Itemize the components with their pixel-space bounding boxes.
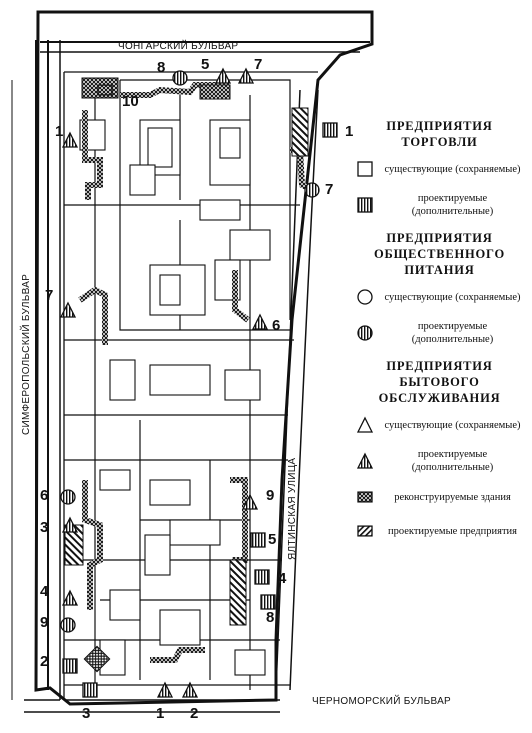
circle-open-icon xyxy=(357,289,373,305)
marker-circle-hatched-7 xyxy=(304,182,320,198)
legend-item: реконструируемые здания xyxy=(352,486,527,508)
legend-item: проектируемые (дополнительные) xyxy=(352,448,527,474)
street-south: ЧЕРНОМОРСКИЙ БУЛЬВАР xyxy=(312,694,451,707)
legend-section-title: ПРЕДПРИЯТИЯ ОБЩЕСТВЕННОГО ПИТАНИЯ xyxy=(352,230,527,278)
legend: ПРЕДПРИЯТИЯ ТОРГОВЛИ существующие (сохран… xyxy=(352,118,527,554)
buildings xyxy=(79,119,271,676)
marker-number: 1 xyxy=(156,705,164,722)
marker-number: 7 xyxy=(254,56,262,73)
legend-item: проектируемые (дополнительные) xyxy=(352,192,527,218)
marker-square-hatched-3 xyxy=(82,682,98,698)
marker-number: 9 xyxy=(40,614,48,631)
marker-number: 6 xyxy=(40,487,48,504)
marker-number: 2 xyxy=(190,705,198,722)
marker-number: 7 xyxy=(325,181,333,198)
legend-title-line: ОБСЛУЖИВАНИЯ xyxy=(378,391,501,405)
planned-enterprises xyxy=(64,77,309,673)
marker-triangle-hatched-1 xyxy=(156,681,174,698)
marker-triangle-hatched-6 xyxy=(251,313,269,330)
marker-triangle-hatched-4 xyxy=(61,589,79,606)
marker-square-hatched-4 xyxy=(254,569,270,585)
marker-number: 5 xyxy=(201,56,209,73)
marker-number: 7 xyxy=(45,287,53,304)
marker-number: 4 xyxy=(278,570,287,587)
legend-section-title: ПРЕДПРИЯТИЯ БЫТОВОГО ОБСЛУЖИВАНИЯ xyxy=(352,358,527,406)
legend-item: проектируемые (дополнительные) xyxy=(352,320,527,346)
triangle-hatched-icon xyxy=(356,452,374,469)
legend-item: проектируемые предприятия xyxy=(352,520,527,542)
marker-number: 5 xyxy=(268,531,276,548)
legend-title-line: ПРЕДПРИЯТИЯ xyxy=(386,231,493,245)
marker-triangle-hatched-2 xyxy=(181,681,199,698)
marker-triangle-hatched-7 xyxy=(59,301,77,318)
marker-number: 6 xyxy=(272,317,280,334)
reconstructed-icon xyxy=(357,491,373,503)
legend-title-line: ПРЕДПРИЯТИЯ xyxy=(386,359,493,373)
street-west: СИМФЕРОПОЛЬСКИЙ БУЛЬВАР xyxy=(19,274,32,435)
legend-item: существующие (сохраняемые) xyxy=(352,286,527,308)
marker-square-hatched-5 xyxy=(250,532,266,548)
street-north: ЧОНГАРСКИЙ БУЛЬВАР xyxy=(118,39,238,52)
marker-number: 1 xyxy=(345,123,353,140)
marker-triangle-hatched-7 xyxy=(237,67,255,84)
main-roads xyxy=(11,40,370,713)
marker-number: 8 xyxy=(266,609,274,626)
triangle-open-icon xyxy=(356,416,374,433)
legend-item-text: существующие (сохраняемые) xyxy=(384,291,521,303)
marker-circle-hatched-6 xyxy=(60,489,76,505)
legend-title-line: БЫТОВОГО xyxy=(399,375,480,389)
legend-item-text: проектируемые предприятия xyxy=(387,525,518,537)
legend-section-title: ПРЕДПРИЯТИЯ ТОРГОВЛИ xyxy=(352,118,527,150)
legend-item-text: проектируемые (дополнительные) xyxy=(411,193,494,217)
legend-item-text: реконструируемые здания xyxy=(394,491,511,503)
marker-number: 2 xyxy=(40,653,48,670)
marker-triangle-hatched-5 xyxy=(214,67,232,84)
marker-number: 10 xyxy=(122,93,139,110)
legend-item: существующие (сохраняемые) xyxy=(352,158,527,180)
marker-triangle-hatched-9 xyxy=(241,493,259,510)
marker-triangle-hatched-3 xyxy=(61,516,79,533)
marker-circle-hatched-9 xyxy=(60,617,76,633)
street-east: ЯЛТИНСКАЯ УЛИЦА xyxy=(287,458,298,560)
marker-square-hatched-1 xyxy=(322,122,338,138)
marker-reconstructed-10 xyxy=(97,84,113,96)
marker-square-hatched-8 xyxy=(260,594,276,610)
marker-circle-hatched-8 xyxy=(172,70,188,86)
legend-item-text: проектируемые (дополнительные) xyxy=(411,449,494,473)
marker-number: 3 xyxy=(40,519,48,536)
markers: 8 5 7 10 1 1 7 7 6 6 3 9 5 4 8 4 9 2 3 1 2 xyxy=(40,56,353,722)
marker-number: 3 xyxy=(82,705,90,722)
marker-number: 9 xyxy=(266,487,274,504)
legend-item: существующие (сохраняемые) xyxy=(352,414,527,436)
square-open-icon xyxy=(357,161,373,177)
circle-hatched-icon xyxy=(357,325,373,341)
square-hatched-icon xyxy=(357,197,373,213)
legend-item-text: существующие (сохраняемые) xyxy=(384,419,521,431)
legend-title-line: ТОРГОВЛИ xyxy=(401,135,478,149)
marker-number: 8 xyxy=(157,59,165,76)
planned-icon xyxy=(357,525,373,537)
legend-title-line: ПИТАНИЯ xyxy=(404,263,475,277)
legend-title-line: ПРЕДПРИЯТИЯ xyxy=(386,119,493,133)
marker-square-hatched-2 xyxy=(62,658,78,674)
marker-triangle-hatched-1 xyxy=(61,131,79,148)
legend-item-text: проектируемые (дополнительные) xyxy=(411,321,494,345)
marker-number: 1 xyxy=(55,123,63,140)
legend-title-line: ОБЩЕСТВЕННОГО xyxy=(373,247,506,261)
legend-item-text: существующие (сохраняемые) xyxy=(384,163,521,175)
marker-number: 4 xyxy=(40,583,49,600)
